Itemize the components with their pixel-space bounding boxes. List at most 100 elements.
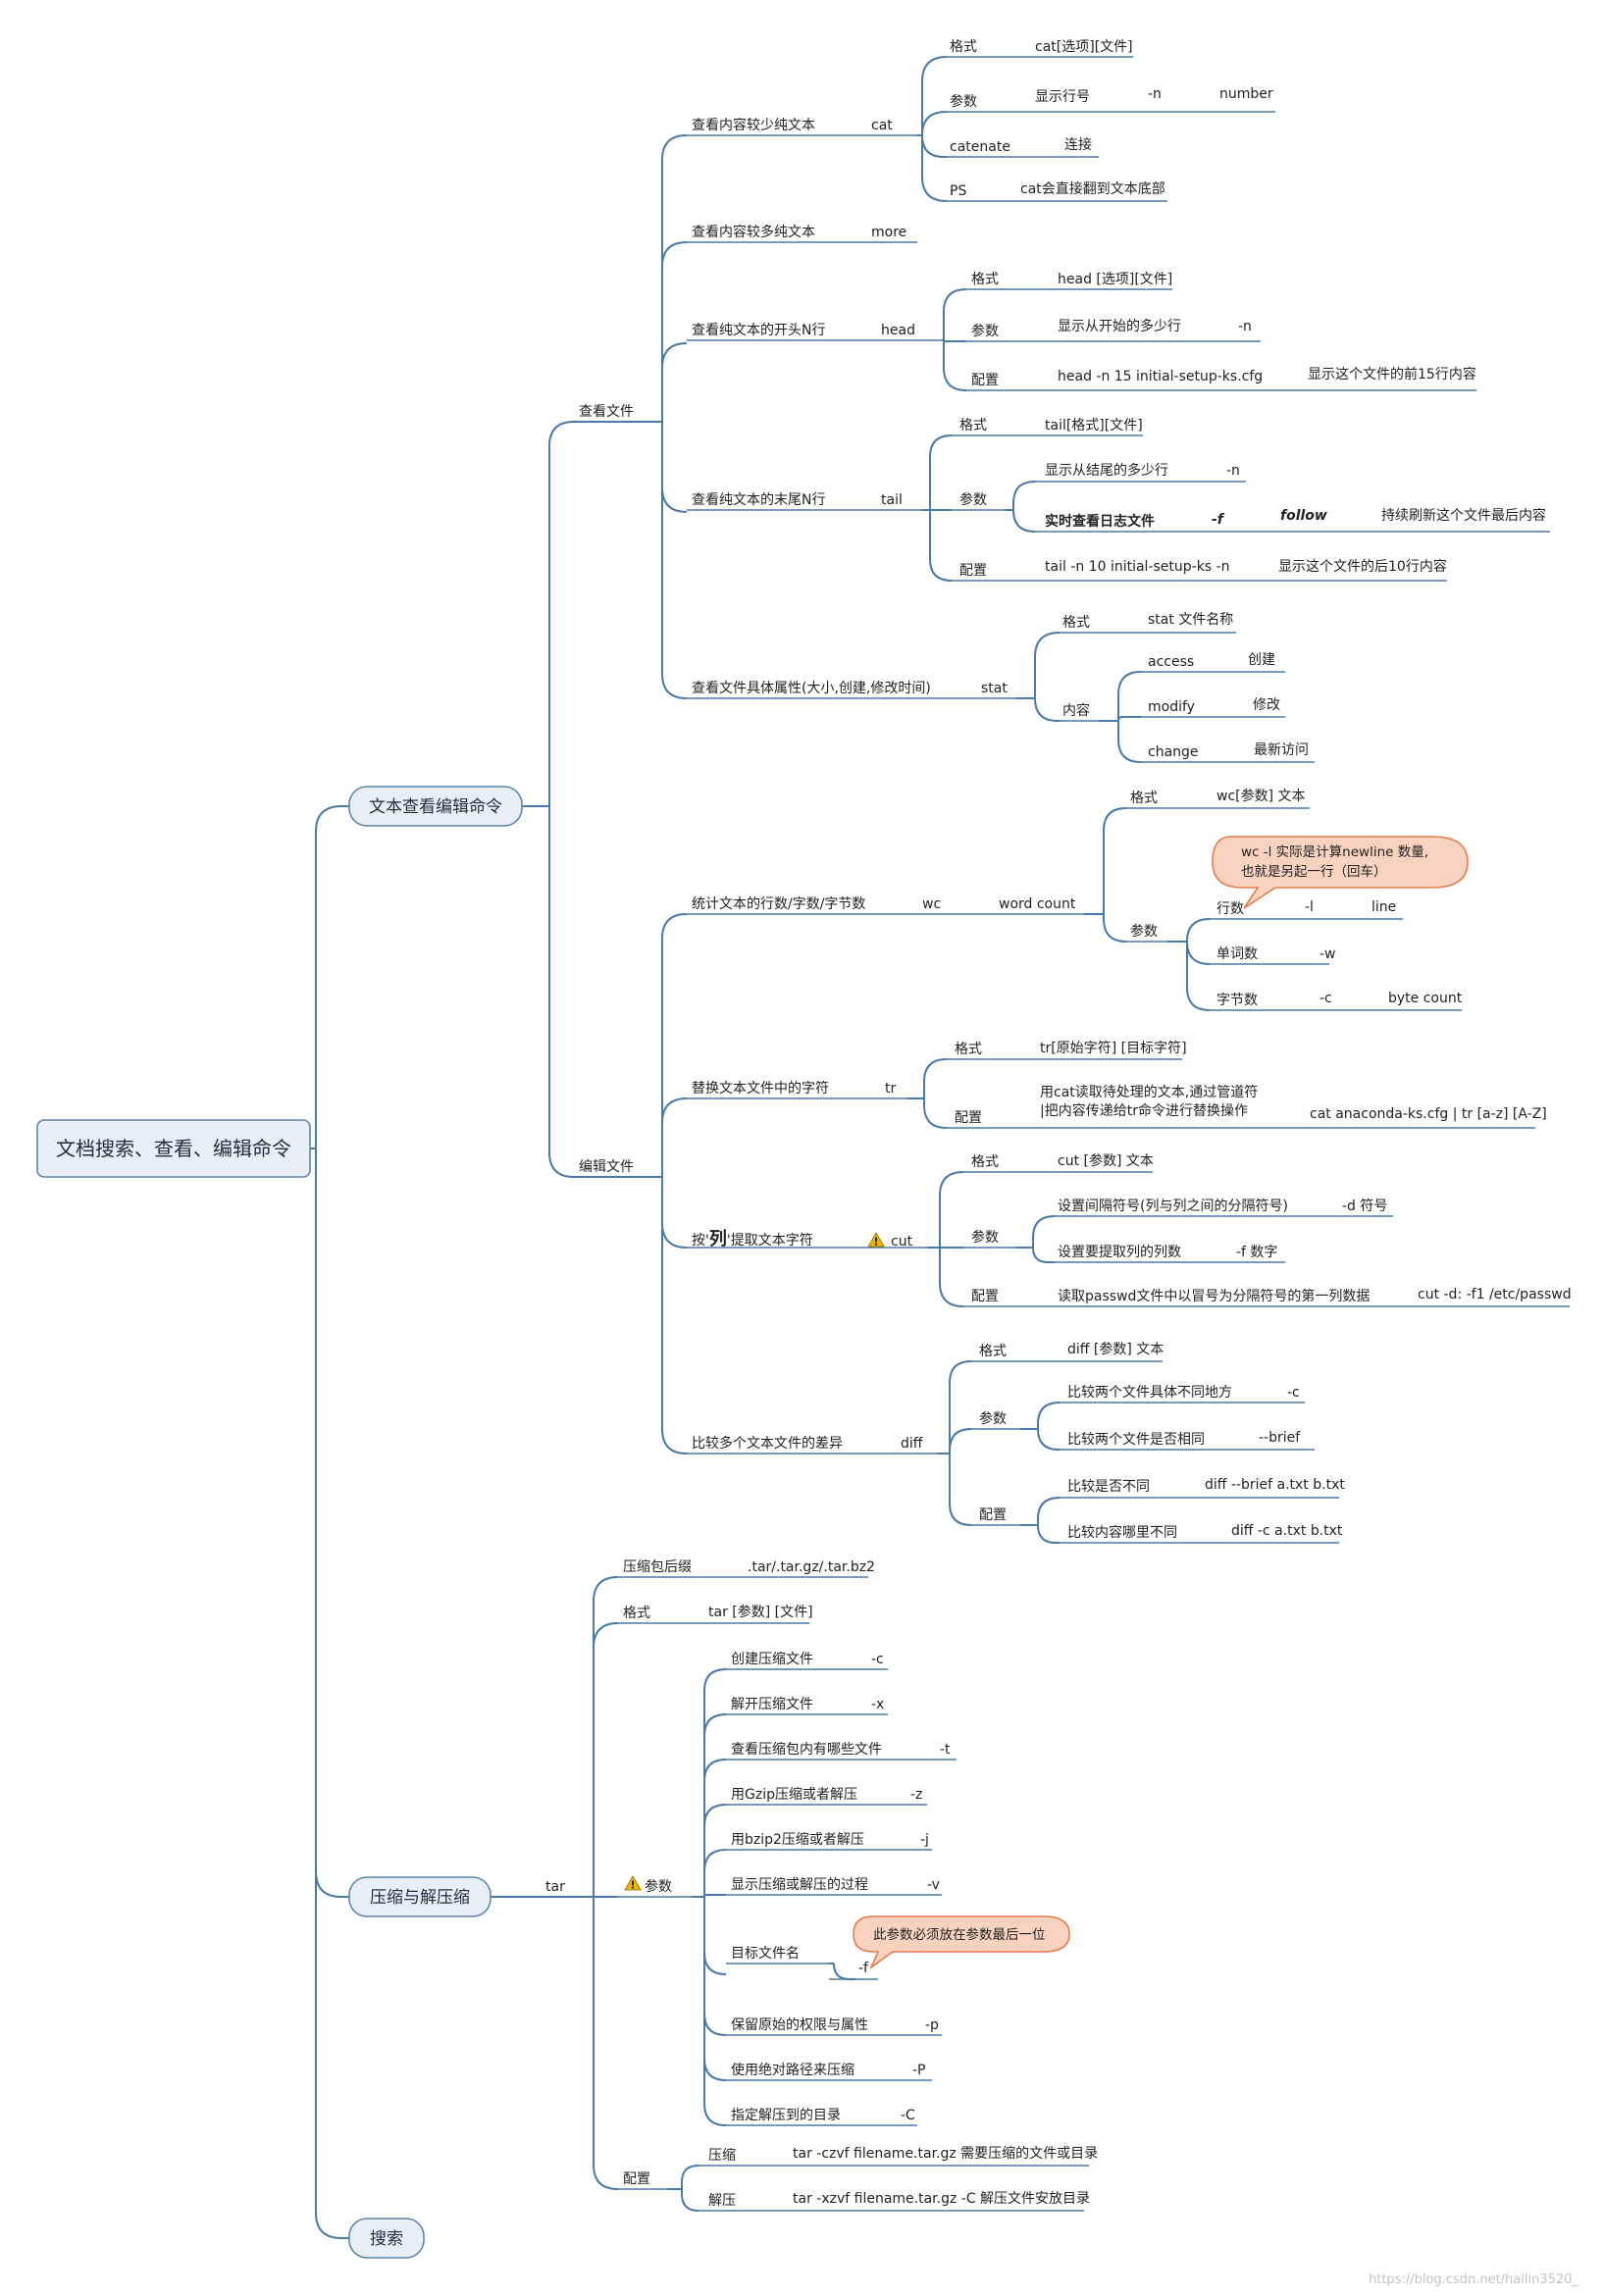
diff-connector <box>949 1454 972 1526</box>
underlines <box>574 56 1570 2212</box>
cat-cmd: cat <box>871 118 893 133</box>
tar-suffix-label: 压缩包后缀 <box>623 1559 692 1575</box>
diff-connector <box>949 1428 972 1454</box>
more-desc: 查看内容较多纯文本 <box>692 224 815 240</box>
wc-format-label: 格式 <box>1130 791 1158 806</box>
branch-text-edit[interactable]: 文本查看编辑命令 <box>348 786 523 827</box>
cut-param1: 设置间隔符号(列与列之间的分隔符号) <box>1058 1199 1288 1214</box>
wc-words: 单词数 <box>1216 946 1258 962</box>
stat-format: stat 文件名称 <box>1148 612 1233 628</box>
view-connector <box>661 422 688 513</box>
stat-cmd: stat <box>981 681 1008 696</box>
cut-param-connector <box>1032 1215 1056 1248</box>
tar-param-label: 参数 <box>645 1878 672 1895</box>
tar-param-desc: 创建压缩文件 <box>731 1652 813 1667</box>
tar-param-desc: 查看压缩包内有哪些文件 <box>731 1742 882 1758</box>
stat-access: access <box>1148 654 1194 670</box>
diff-param-connector <box>1037 1428 1060 1451</box>
head-connector <box>943 288 967 340</box>
diff-config1-cmd: diff --brief a.txt b.txt <box>1205 1477 1345 1493</box>
diff-format-label: 格式 <box>979 1344 1007 1359</box>
tail-format: tail[格式][文件] <box>1045 418 1143 434</box>
root-node[interactable]: 文档搜索、查看、编辑命令 <box>36 1119 311 1178</box>
view-title: 查看文件 <box>579 404 634 420</box>
cut-desc: 按'列'提取文本字符 <box>692 1229 813 1250</box>
tar-param-flag: -f <box>858 1961 869 1976</box>
tar-param-desc: 用bzip2压缩或者解压 <box>731 1832 864 1848</box>
tar-format-label: 格式 <box>623 1606 650 1621</box>
tar-param-connector <box>703 1897 727 2126</box>
tar-param-connector <box>703 1804 727 1897</box>
tar-config-connector <box>681 2189 699 2212</box>
tar-extract-cmd: tar -xzvf filename.tar.gz -C 解压文件安放目录 <box>793 2191 1090 2207</box>
tar-param-desc: 显示压缩或解压的过程 <box>731 1877 868 1893</box>
wc-param-connector <box>1186 918 1211 943</box>
stat-format-label: 格式 <box>1062 615 1090 631</box>
wc-callout: wc -l 实际是计算newline 数量, 也就是另起一行（回车） <box>1212 836 1469 909</box>
cat-connector <box>921 134 947 158</box>
tail-desc: 查看纯文本的末尾N行 <box>692 492 825 508</box>
tar-param-connector <box>703 1849 727 1897</box>
diff-config2-cmd: diff -c a.txt b.txt <box>1231 1523 1343 1539</box>
diff-param-connector <box>1037 1402 1061 1429</box>
cut-config-label: 配置 <box>971 1289 999 1304</box>
cut-format: cut [参数] 文本 <box>1058 1152 1154 1169</box>
cat-connector <box>921 135 948 202</box>
branch-search-label: 搜索 <box>370 2229 403 2249</box>
tar-compress-cmd: tar -czvf filename.tar.gz 需要压缩的文件或目录 <box>793 2146 1098 2162</box>
cat-ps: cat会直接翻到文本底部 <box>1020 180 1165 197</box>
wc-callout-line2: 也就是另起一行（回车） <box>1241 863 1387 880</box>
view-connector <box>661 134 688 422</box>
cat-param-flag: -n <box>1148 86 1162 102</box>
tar-connector <box>593 1576 619 1897</box>
head-format-label: 格式 <box>971 272 999 287</box>
cat-ps-label: PS <box>950 183 966 199</box>
watermark: https://blog.csdn.net/hallin3520_ <box>1369 2272 1578 2287</box>
branch-compress[interactable]: 压缩与解压缩 <box>348 1876 492 1917</box>
tar-f-callout-text: 此参数必须放在参数最后一位 <box>873 1926 1046 1943</box>
edit-connector <box>661 1177 688 1249</box>
tail-config: tail -n 10 initial-setup-ks -n <box>1045 559 1229 575</box>
tr-format: tr[原始字符] [目标字符] <box>1040 1041 1187 1056</box>
head-config: head -n 15 initial-setup-ks.cfg <box>1058 369 1263 384</box>
stat-modify: modify <box>1148 699 1195 715</box>
tar-config-label: 配置 <box>623 2171 650 2187</box>
cat-param: 显示行号 <box>1035 89 1090 105</box>
head-config-note: 显示这个文件的前15行内容 <box>1308 366 1476 383</box>
cut-config-example: cut -d: -f1 /etc/passwd <box>1418 1287 1572 1302</box>
cat-connector <box>921 111 947 136</box>
head-param-label: 参数 <box>971 323 999 339</box>
svg-text:!: ! <box>873 1236 878 1249</box>
diff-desc: 比较多个文本文件的差异 <box>692 1435 843 1452</box>
stat-access-meaning: 创建 <box>1248 652 1275 668</box>
branch-compress-label: 压缩与解压缩 <box>370 1888 470 1908</box>
edit-title: 编辑文件 <box>579 1159 634 1175</box>
wc-bytes: 字节数 <box>1216 993 1258 1008</box>
view-connector <box>661 422 688 699</box>
wc-connector <box>1103 807 1127 914</box>
tar-param-flag: -x <box>871 1697 884 1712</box>
tar-param-connector <box>703 1897 727 2081</box>
cat-catenate: catenate <box>950 139 1010 155</box>
tar-param-flag: -P <box>912 2063 926 2078</box>
tr-connector <box>923 1098 948 1129</box>
wc-cmd: wc <box>922 896 941 912</box>
tar-cmd: tar <box>545 1879 565 1895</box>
tar-f-connector <box>833 1963 855 1980</box>
stat-content-connector <box>1117 716 1141 722</box>
wc-callout-line1: wc -l 实际是计算newline 数量, <box>1241 844 1428 860</box>
more-cmd: more <box>871 225 906 240</box>
stat-content-connector <box>1117 721 1142 763</box>
diff-param-label: 参数 <box>979 1410 1007 1427</box>
stat-connector <box>1034 632 1061 698</box>
branch-search[interactable]: 搜索 <box>348 2218 425 2259</box>
tar-param-desc: 目标文件名 <box>731 1946 800 1962</box>
tr-format-label: 格式 <box>955 1042 982 1057</box>
cut-param1-flag: -d 符号 <box>1342 1199 1387 1214</box>
cut-format-label: 格式 <box>971 1154 999 1170</box>
tar-connector <box>593 1622 619 1897</box>
cut-connector <box>939 1248 964 1307</box>
tr-desc: 替换文本文件中的字符 <box>692 1080 829 1097</box>
cat-connector <box>921 56 948 135</box>
root-connector <box>315 805 349 1148</box>
